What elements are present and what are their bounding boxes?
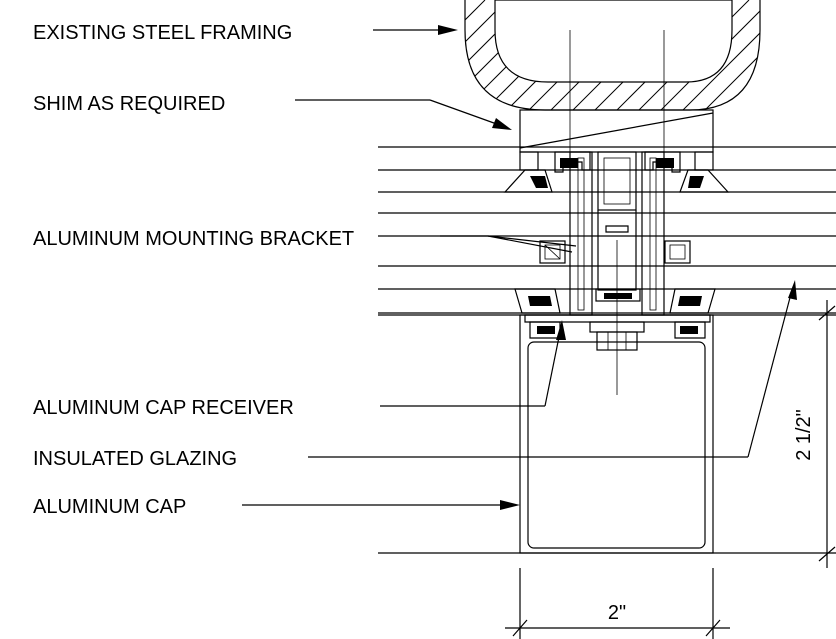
dimension-height-label: 2 1/2": [793, 409, 815, 461]
cap-receiver: [524, 314, 711, 339]
label-cap-receiver: ALUMINUM CAP RECEIVER: [33, 397, 294, 419]
glazing-spacers: [539, 240, 691, 264]
aluminum-cap: [519, 314, 714, 554]
hatch-line: [742, 0, 760, 110]
label-mounting-bracket: ALUMINUM MOUNTING BRACKET: [33, 228, 354, 250]
dimension-height: 2 1/2": [793, 300, 836, 568]
shim: [519, 109, 714, 153]
steel-framing: [281, 0, 836, 160]
hatch-line: [720, 0, 760, 110]
bottom-gaskets: [514, 288, 716, 314]
hatch-line: [281, 0, 441, 160]
label-shim: SHIM AS REQUIRED: [33, 93, 225, 115]
label-insulated-glazing: INSULATED GLAZING: [33, 448, 237, 470]
mounting-bracket: [554, 151, 681, 316]
hatch-line: [765, 0, 836, 160]
label-aluminum-cap: ALUMINUM CAP: [33, 496, 186, 518]
dimension-width-label: 2": [608, 602, 626, 624]
hatch-line: [632, 0, 760, 110]
hatch-line: [465, 0, 486, 110]
hatch-line: [465, 0, 508, 110]
dimension-width: 2": [505, 568, 730, 639]
hatch-line: [303, 0, 463, 160]
hatch-line: [787, 0, 836, 160]
leader-lines: [242, 25, 797, 510]
label-existing-steel-framing: EXISTING STEEL FRAMING: [33, 22, 292, 44]
hatch-line: [654, 0, 760, 110]
top-gaskets: [503, 151, 730, 193]
fastener: [569, 30, 665, 395]
